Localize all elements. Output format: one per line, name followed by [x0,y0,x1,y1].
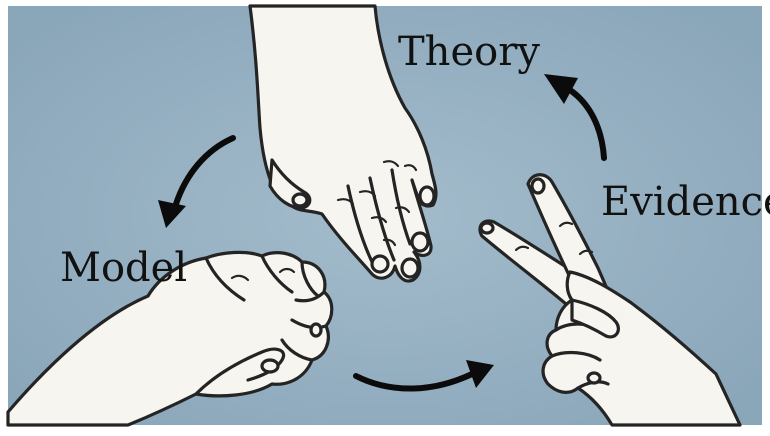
label-theory: Theory [398,29,540,75]
label-evidence: Evidence [601,179,770,225]
label-model: Model [60,245,187,291]
